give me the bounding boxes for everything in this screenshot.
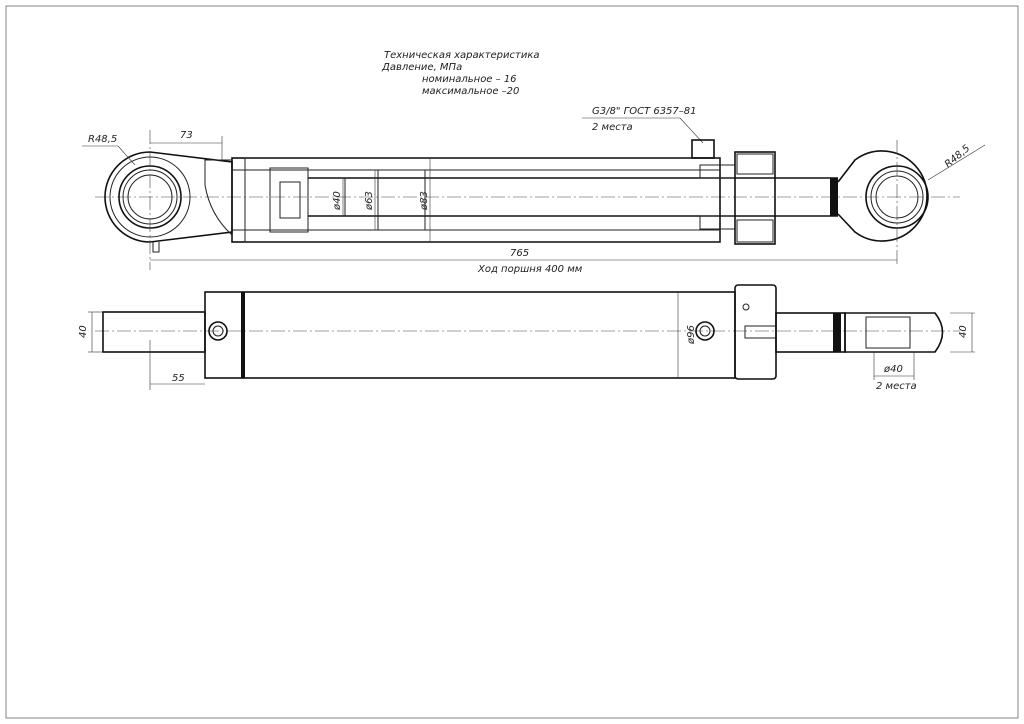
- sheet-frame: [5, 5, 1019, 719]
- lock-screw: [742, 303, 750, 311]
- piston-nut: [279, 181, 301, 219]
- dim-55: 55: [172, 373, 185, 384]
- port-left: [208, 321, 228, 341]
- tube-wall-bottom: [244, 229, 721, 243]
- cylinder-tube: [204, 291, 736, 379]
- port-callout: G3/8" ГОСТ 6357–81 2 места: [582, 106, 704, 144]
- dim-length: 765: [510, 248, 529, 259]
- tube-bottom-cap: [231, 169, 246, 231]
- external-view: 40 55 ø96 40 ø40 2 места: [78, 284, 975, 392]
- port-thread-label: G3/8" ГОСТ 6357–81: [592, 106, 697, 117]
- port-fitting: [691, 139, 715, 159]
- dim-pin-diameter: ø40: [883, 364, 903, 375]
- rod-weld: [833, 313, 841, 352]
- grease-fitting: [152, 242, 160, 253]
- dim-pin-count: 2 места: [876, 381, 917, 392]
- gland-nut: [734, 151, 776, 245]
- leader-line: [679, 117, 704, 144]
- gland-nut-section: [736, 153, 774, 175]
- left-rod-end: [102, 311, 206, 353]
- dim-bore-diameter: ø63: [364, 191, 375, 211]
- gland-section: [699, 215, 736, 230]
- stroke-label: Ход поршня 400 мм: [477, 264, 583, 275]
- spec-pressure: Давление, МПа: [381, 62, 462, 73]
- port-count-label: 2 места: [592, 122, 633, 133]
- dim-radius-left: R48,5: [88, 134, 117, 145]
- gland-nut: [734, 284, 777, 380]
- dim-tube-outer-diameter: ø96: [686, 325, 697, 345]
- section-view: 73 R48,5 R48,5 ø40 ø63 ø83 765 Ход поршн…: [82, 130, 986, 275]
- tube-weld: [241, 292, 245, 378]
- spec-title: Техническая характеристика: [384, 50, 540, 61]
- cylinder-tube: [231, 157, 721, 243]
- dim-73: 73: [180, 130, 193, 141]
- gland-nut-section: [736, 219, 774, 243]
- rod-weld: [830, 178, 838, 216]
- gland-section: [699, 164, 736, 179]
- right-bearing: [865, 316, 911, 349]
- technical-spec: Техническая характеристика Давление, МПа…: [381, 50, 540, 97]
- piston: [269, 167, 309, 233]
- leader-line: [117, 145, 136, 166]
- dim-tube-diameter: ø83: [419, 191, 430, 211]
- port-right-bore: [699, 325, 711, 337]
- leader-line: [927, 144, 986, 181]
- spec-maximum: максимальное –20: [422, 86, 519, 97]
- dim-rod-height-right: 40: [958, 325, 969, 338]
- port-left-bore: [212, 325, 224, 337]
- port-right: [695, 321, 715, 341]
- right-eye-section: [844, 312, 944, 353]
- dim-radius-right: R48,5: [943, 143, 972, 170]
- spec-nominal: номинальное – 16: [422, 74, 517, 85]
- dim-rod-height-left: 40: [78, 325, 89, 338]
- right-eye: [837, 150, 928, 242]
- dim-rod-diameter: ø40: [332, 191, 343, 211]
- gland-slot: [744, 325, 777, 339]
- left-eye-section: [204, 159, 233, 237]
- tube-wall-top: [244, 157, 721, 171]
